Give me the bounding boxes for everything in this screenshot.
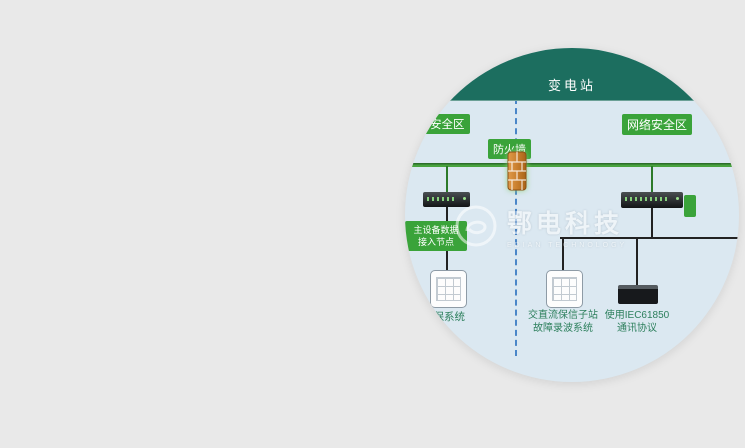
- watermark-brand: 鄂电科技: [507, 209, 624, 238]
- caption-fault-recording: 交直流保信子站 故障录波系统: [513, 309, 613, 335]
- protocol-device-icon: [618, 285, 658, 304]
- cable-right-horizontal: [560, 237, 739, 239]
- protection-device-left-icon: [430, 270, 467, 308]
- caption-mid-line2: 故障录波系统: [533, 323, 593, 334]
- protection-device-middle-icon: [546, 270, 583, 308]
- watermark: 鄂电科技 EDIAN TECHNOLOGY: [453, 203, 627, 249]
- caption-mid-line1: 交直流保信子站: [528, 310, 598, 321]
- zone-label-left: 网络安全区: [405, 114, 470, 134]
- zone-label-right: 网络安全区: [622, 114, 693, 135]
- cable-drop-middle: [562, 237, 564, 271]
- diagram-header: 变电站: [405, 48, 739, 101]
- cable-drop-right: [636, 237, 638, 285]
- watermark-subtext: EDIAN TECHNOLOGY: [507, 241, 628, 249]
- node-label-line1: 主设备数据: [413, 225, 459, 235]
- security-zone-divider-line: [515, 98, 517, 356]
- main-device-access-node-label: 主设备数据 接入节点: [405, 221, 467, 251]
- bus-connector-left: [446, 166, 448, 193]
- substation-diagram-circle: 变电站 网络安全区 网络安全区 防火墙: [405, 48, 739, 382]
- cable-right-vertical: [651, 207, 653, 238]
- node-label-line2: 接入节点: [417, 237, 454, 247]
- diagram-title: 变电站: [547, 78, 596, 93]
- network-switch-right-icon: [621, 192, 683, 208]
- caption-iec61850: 使用IEC61850 通讯协议: [589, 309, 685, 335]
- device-panel-grid: [436, 277, 461, 301]
- device-panel-grid: [552, 277, 577, 301]
- watermark-text-block: 鄂电科技 EDIAN TECHNOLOGY: [507, 204, 627, 249]
- switch-ports: [427, 197, 456, 201]
- caption-right-line1: 使用IEC61850: [604, 310, 670, 321]
- bus-connector-right: [651, 166, 653, 193]
- network-switch-left-icon: [423, 192, 470, 207]
- caption-relay-protection: 继保系统: [423, 311, 465, 323]
- switch-ports: [625, 197, 669, 201]
- caption-right-line2: 通讯协议: [617, 323, 657, 334]
- firewall-icon: [504, 149, 530, 193]
- clipped-label-fragment: [684, 195, 696, 217]
- network-bus-line: [405, 163, 739, 167]
